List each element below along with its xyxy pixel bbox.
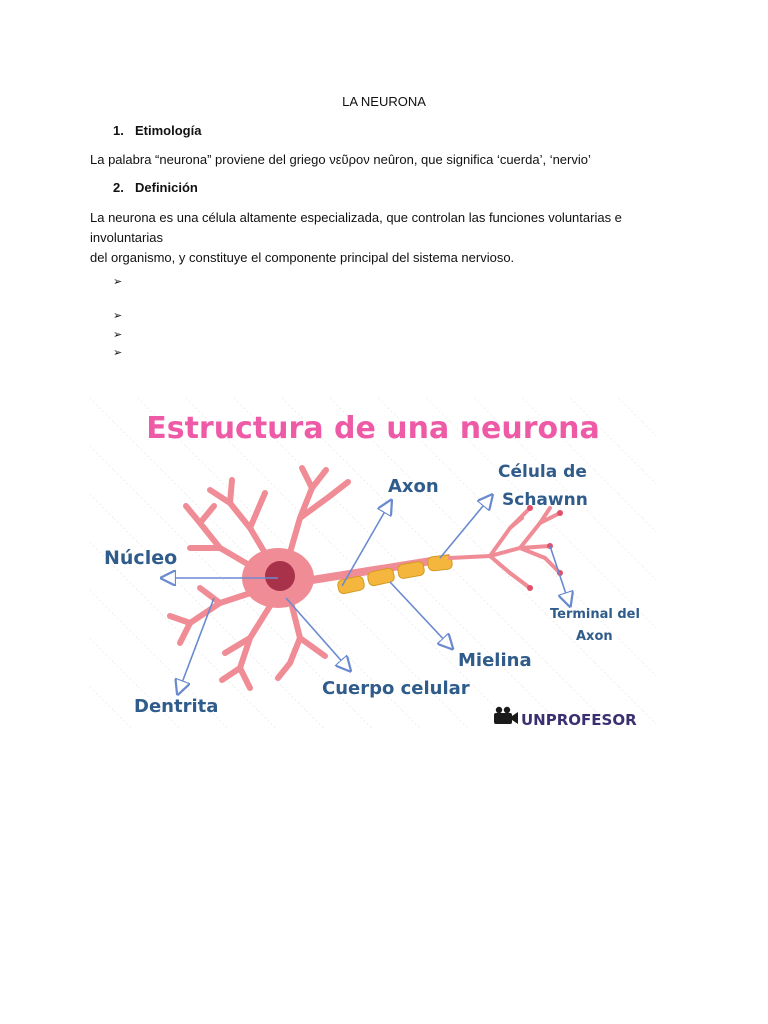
- empty-bullet-4: ➢: [113, 347, 123, 359]
- definicion-line-2: del organismo, y constituye el component…: [90, 250, 515, 265]
- watermark-text: UNPROFESOR: [521, 711, 637, 729]
- myelin-sheath: [337, 554, 453, 595]
- arrow-mielina: [389, 581, 448, 644]
- empty-bullet-1: ➢: [113, 276, 123, 288]
- empty-bullet-3: ➢: [113, 329, 123, 341]
- label-cuerpo-celular: Cuerpo celular: [322, 678, 470, 699]
- section-heading-text: Etimología: [135, 123, 202, 138]
- label-mielina: Mielina: [458, 650, 532, 671]
- document-title: LA NEURONA: [342, 94, 426, 109]
- axon-terminal: [448, 506, 562, 590]
- arrow-schwann: [439, 500, 488, 559]
- arrow-axon: [341, 506, 388, 587]
- axon: [311, 554, 451, 584]
- figure-title: Estructura de una neurona: [146, 411, 600, 446]
- neuron-diagram: Estructura de una neurona: [90, 398, 656, 729]
- watermark: UNPROFESOR: [494, 706, 637, 729]
- section-heading-definicion: 2. Definición: [113, 180, 198, 195]
- section-number: 1.: [113, 123, 124, 138]
- etimologia-paragraph: La palabra “neurona” proviene del griego…: [90, 152, 591, 167]
- arrow-cuerpo: [285, 597, 346, 666]
- figure-background-pattern: [90, 398, 656, 729]
- label-axon: Axon: [388, 476, 439, 497]
- label-terminal-line2: Axon: [576, 629, 613, 644]
- definicion-paragraph: La neurona es una célula altamente espec…: [90, 208, 690, 268]
- arrow-terminal: [549, 545, 568, 600]
- label-arrows: [168, 500, 568, 688]
- definicion-line-1: La neurona es una célula altamente espec…: [90, 210, 622, 245]
- nucleus: [265, 561, 295, 591]
- arrow-dentrita: [180, 597, 215, 688]
- dendrites: [167, 465, 351, 691]
- empty-bullet-2: ➢: [113, 310, 123, 322]
- label-schwann-line1: Célula de: [498, 462, 587, 482]
- label-schwann-line2: Schawnn: [502, 490, 588, 510]
- section-heading-text: Definición: [135, 180, 198, 195]
- label-terminal-line1: Terminal del: [550, 607, 640, 622]
- label-dentrita: Dentrita: [134, 696, 218, 717]
- section-heading-etimologia: 1. Etimología: [113, 123, 201, 138]
- label-nucleo: Núcleo: [104, 547, 177, 569]
- camera-icon: [494, 706, 518, 724]
- section-number: 2.: [113, 180, 124, 195]
- neuron-structure-figure: Estructura de una neurona: [90, 398, 656, 729]
